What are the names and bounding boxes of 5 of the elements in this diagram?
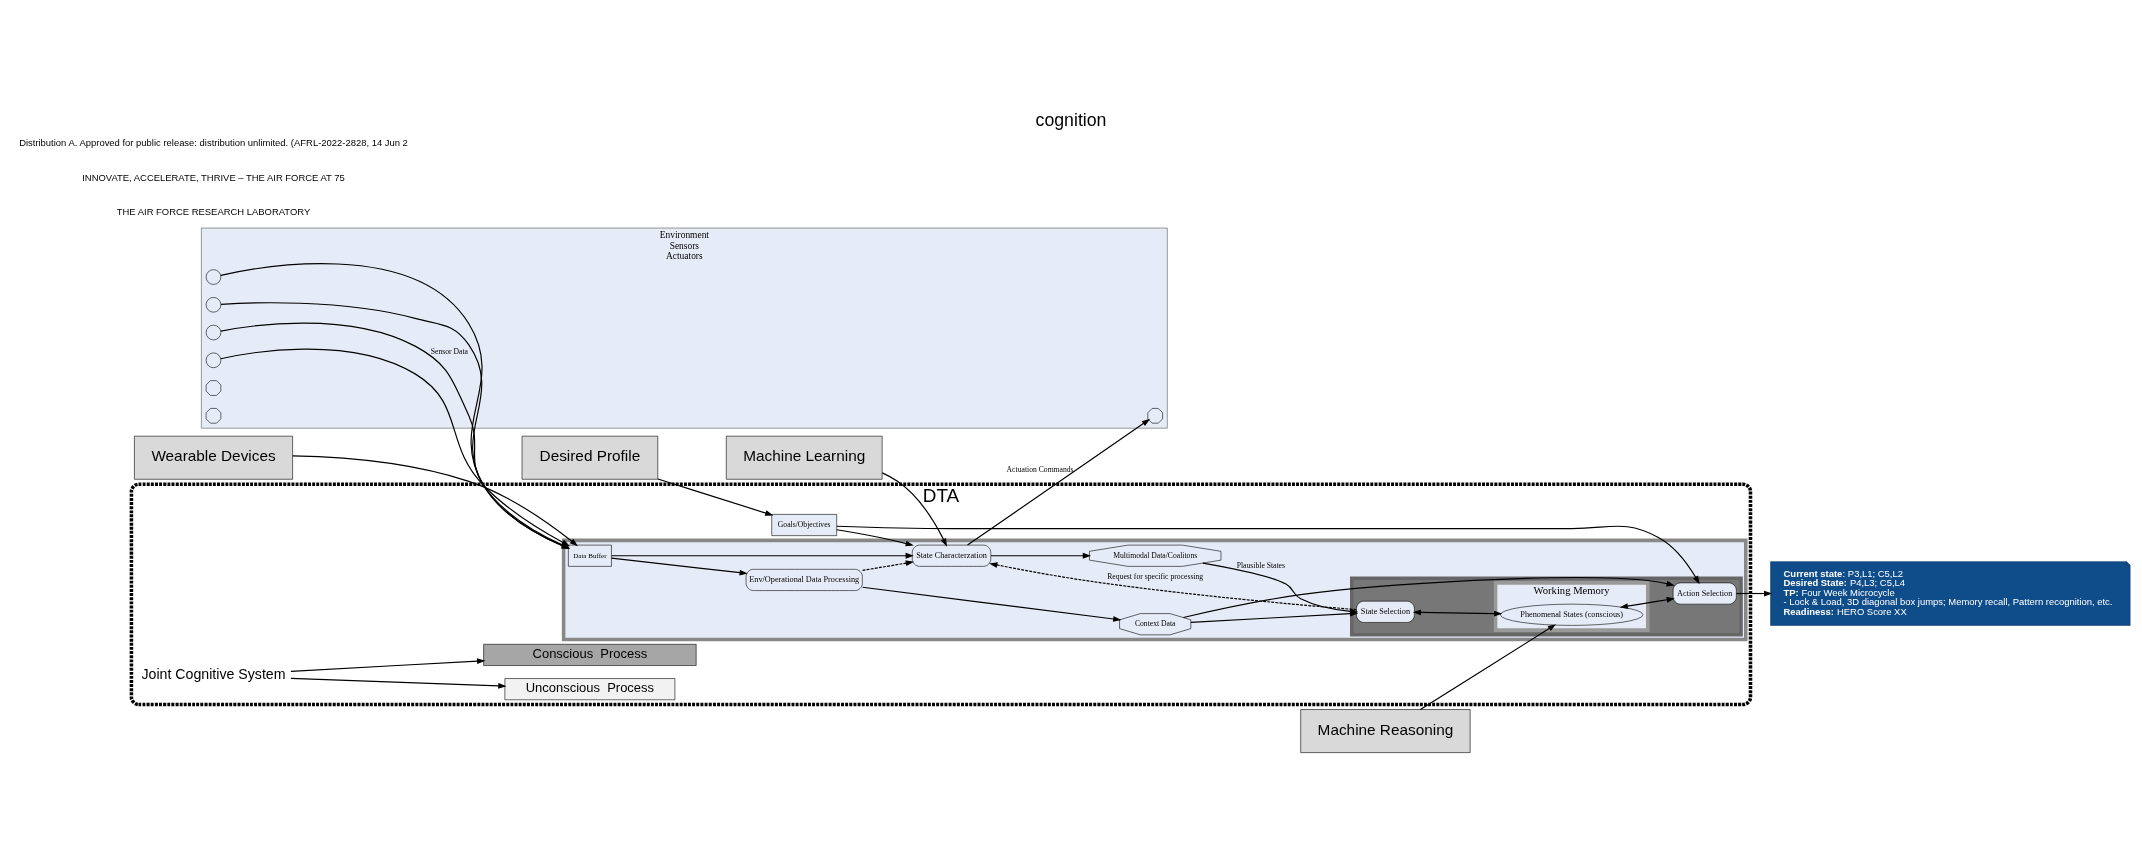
node-text: Joint Cognitive System bbox=[141, 665, 286, 682]
diagram-title: cognition bbox=[1035, 109, 1107, 130]
label: Distribution A. Approved for public release: distribution unlimited. (AFRL-2022-2828, 14 Jun 2 bbox=[19, 136, 408, 148]
label: THE AIR FORCE RESEARCH LABORATORY bbox=[116, 205, 311, 217]
label: INNOVATE, ACCELERATE, THRIVE – THE AIR FORCE AT 75 bbox=[82, 171, 345, 183]
